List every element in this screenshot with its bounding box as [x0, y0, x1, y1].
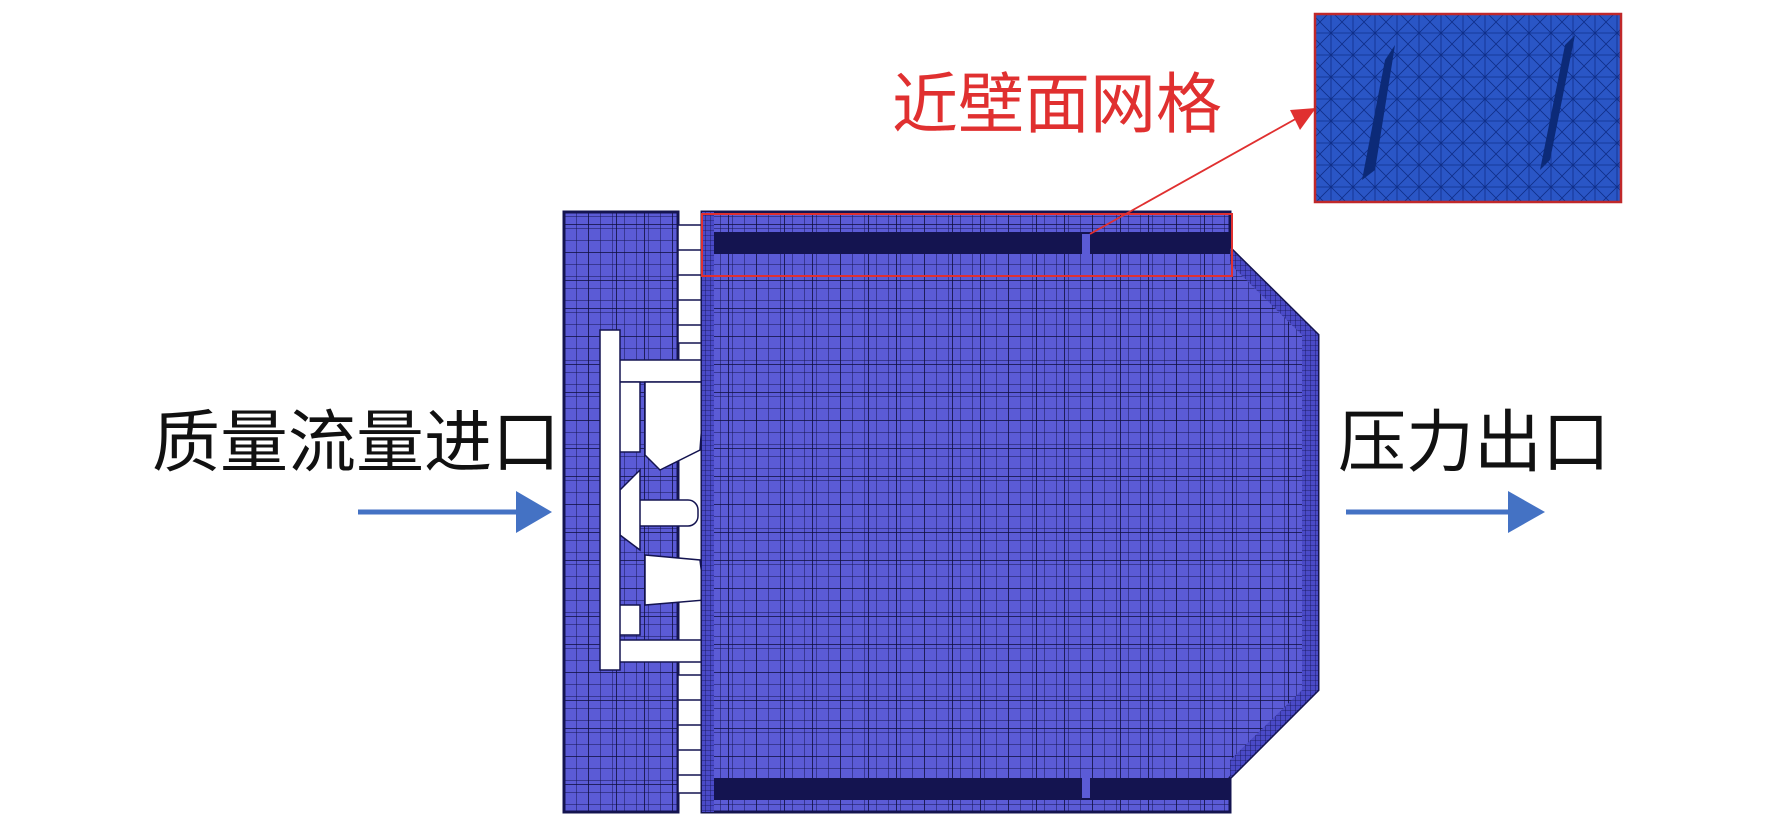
near-wall-label: 近壁面网格: [892, 66, 1222, 143]
inlet-plenum-mesh: [562, 210, 706, 814]
ladder-strip: [677, 224, 703, 794]
near-wall-highlight-box: [701, 213, 1233, 277]
right-arrow-icon: [358, 491, 552, 533]
chamber-mesh: [700, 210, 1320, 814]
swirler-void: [599, 329, 706, 671]
right-arrow-icon: [1346, 491, 1545, 533]
bottom-wall-band: [702, 778, 1230, 800]
callout-leader: [1089, 108, 1316, 235]
zoom-inset: [1313, 12, 1623, 204]
outlet-label: 压力出口: [1338, 404, 1611, 483]
inlet-label: 质量流量进口: [152, 404, 561, 483]
top-wall-band: [702, 232, 1230, 254]
